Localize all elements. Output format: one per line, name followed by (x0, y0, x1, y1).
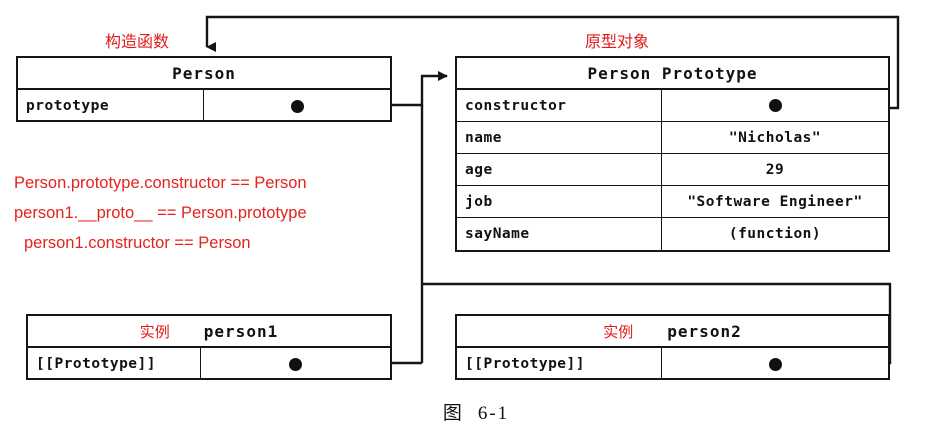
prototype-value-constructor (662, 90, 888, 121)
person2-box-title: 实例 person2 (457, 316, 888, 348)
figure-caption: 图 6-1 (0, 398, 952, 425)
annotation-notes: Person.prototype.constructor == Person p… (14, 168, 307, 258)
pointer-dot-icon (289, 357, 302, 371)
person-row-prototype: prototype (18, 90, 390, 122)
label-instance: 实例 (139, 322, 170, 341)
pointer-dot-icon (290, 99, 304, 113)
prototype-value-job: "Software Engineer" (687, 193, 863, 210)
person2-box: 实例 person2 [[Prototype]] (455, 314, 890, 380)
prototype-row-age: age 29 (457, 154, 888, 186)
prototype-value-age: 29 (765, 161, 785, 178)
prototype-key-name: name (457, 122, 662, 153)
prototype-key-constructor: constructor (457, 90, 662, 121)
person1-value-prototype (201, 348, 390, 380)
pointer-dot-icon (768, 357, 782, 371)
pointer-dot-icon (768, 99, 782, 112)
prototype-value-sayname: (function) (728, 226, 822, 242)
figure-caption-label: 图 (442, 403, 464, 424)
label-instance: 实例 (603, 322, 634, 341)
label-prototype-object: 原型对象 (585, 32, 650, 51)
prototype-row-constructor: constructor (457, 90, 888, 122)
prototype-key-age: age (457, 154, 662, 185)
person-value-prototype (204, 90, 390, 122)
person1-box-title: 实例 person1 (28, 316, 390, 348)
person-box-title: Person (18, 58, 390, 90)
person1-key-prototype: [[Prototype]] (28, 348, 201, 380)
person-prototype-box: Person Prototype constructor name "Nicho… (455, 56, 890, 252)
figure-caption-number: 6-1 (477, 403, 510, 424)
person1-box: 实例 person1 [[Prototype]] (26, 314, 392, 380)
person2-row-prototype: [[Prototype]] (457, 348, 888, 380)
person-prototype-box-title: Person Prototype (457, 58, 888, 90)
prototype-key-job: job (457, 186, 662, 217)
prototype-row-job: job "Software Engineer" (457, 186, 888, 218)
person2-key-prototype: [[Prototype]] (457, 348, 662, 380)
person1-title-text: person1 (203, 321, 279, 341)
prototype-row-name: name "Nicholas" (457, 122, 888, 154)
person2-value-prototype (662, 348, 888, 380)
person2-title-text: person2 (667, 321, 742, 341)
annotation-line-3: person1.constructor == Person (24, 234, 251, 252)
person1-row-prototype: [[Prototype]] (28, 348, 390, 380)
person-box: Person prototype (16, 56, 392, 122)
prototype-value-name: "Nicholas" (728, 129, 822, 146)
label-constructor-function: 构造函数 (105, 32, 170, 51)
prototype-key-sayname: sayName (457, 218, 662, 250)
prototype-row-sayname: sayName (function) (457, 218, 888, 250)
annotation-line-1: Person.prototype.constructor == Person (14, 174, 307, 192)
person-key-prototype: prototype (18, 90, 204, 122)
annotation-line-2: person1.__proto__ == Person.prototype (14, 204, 307, 222)
